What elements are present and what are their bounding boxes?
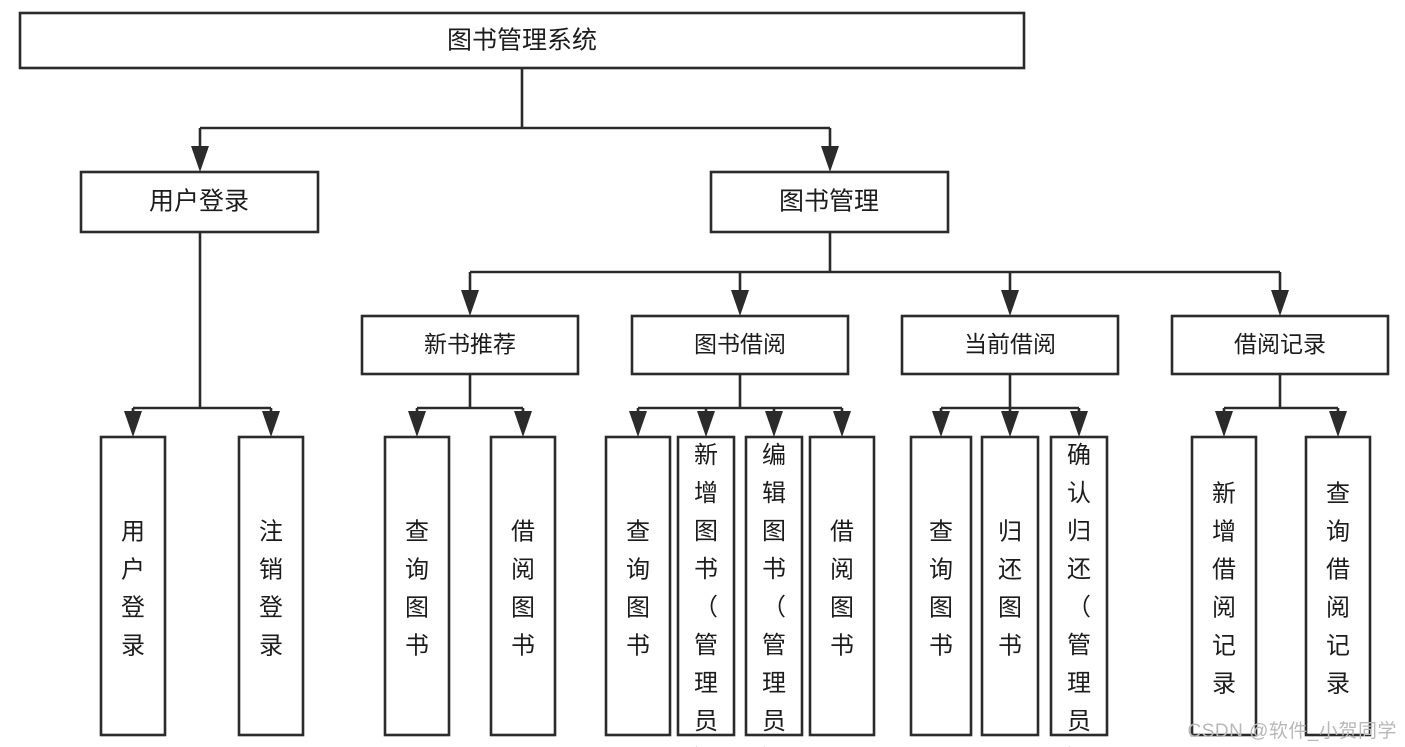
connector-user-login-bus (131, 232, 273, 418)
node-leaf-add-record-label: 新增借阅记录 (1212, 481, 1236, 698)
arrow-to-leaf-edit-book (765, 411, 783, 437)
connector-new-book-recommend-bus (415, 374, 525, 418)
arrow-to-leaf-borrow-book-1 (514, 411, 532, 437)
node-leaf-query-record-label: 查询借阅记录 (1326, 481, 1350, 698)
node-leaf-user-logout[interactable]: 注销登录 (237, 435, 305, 737)
node-book-borrow[interactable]: 图书借阅 (630, 314, 850, 376)
node-current-borrow-label: 当前借阅 (964, 331, 1056, 357)
node-leaf-confirm-return-box (1049, 435, 1109, 737)
node-user-login[interactable]: 用户登录 (79, 170, 320, 234)
node-new-book-recommend-label: 新书推荐 (424, 331, 516, 357)
node-leaf-query-book-1-box (383, 435, 451, 737)
node-leaf-query-record-box (1304, 435, 1372, 737)
node-leaf-query-book-2-box (604, 435, 672, 737)
node-book-borrow-label: 图书借阅 (694, 331, 786, 357)
connector-book-management-bus (468, 232, 1282, 292)
node-leaf-edit-book-box (744, 435, 804, 737)
node-current-borrow[interactable]: 当前借阅 (900, 314, 1120, 376)
node-borrow-record[interactable]: 借阅记录 (1170, 314, 1390, 376)
leaf-nodes: 用户登录 注销登录 查询图书 借阅图书 查询图书 新增图书（管理员） 编辑图书（… (99, 435, 1372, 747)
node-system-box (18, 11, 1026, 70)
node-leaf-user-login-label: 用户登录 (121, 519, 145, 660)
connector-book-borrow-bus (636, 374, 844, 418)
node-new-book-recommend-box (360, 314, 580, 376)
node-leaf-borrow-book-1-label: 借阅图书 (511, 519, 535, 660)
node-leaf-query-book-3-box (909, 435, 973, 737)
node-leaf-user-logout-label: 注销登录 (259, 519, 283, 660)
node-leaf-return-book-box (980, 435, 1040, 737)
node-borrow-record-label: 借阅记录 (1234, 331, 1326, 357)
connectors (124, 68, 1347, 437)
node-system[interactable]: 图书管理系统 (18, 11, 1026, 70)
arrow-to-book-management (821, 146, 839, 172)
csdn-watermark: CSDN @软件_小贺同学 (1187, 721, 1397, 742)
arrow-to-leaf-add-book (697, 411, 715, 437)
node-book-management-label: 图书管理 (779, 188, 879, 216)
arrow-to-leaf-user-login (124, 411, 142, 437)
node-leaf-query-book-1[interactable]: 查询图书 (383, 435, 451, 737)
node-leaf-query-book-3[interactable]: 查询图书 (909, 435, 973, 737)
node-leaf-edit-book-label: 编辑图书（管理员） (762, 442, 786, 747)
arrow-to-new-book-recommend (461, 290, 479, 316)
node-leaf-confirm-return[interactable]: 确认归还（管理员） (1049, 435, 1109, 747)
node-leaf-query-book-3-label: 查询图书 (929, 519, 953, 660)
arrow-to-leaf-query-book-2 (629, 411, 647, 437)
node-system-label: 图书管理系统 (447, 27, 597, 55)
arrow-to-leaf-query-record (1329, 411, 1347, 437)
arrow-to-leaf-borrow-book-2 (833, 411, 851, 437)
node-user-login-label: 用户登录 (149, 188, 249, 216)
node-current-borrow-box (900, 314, 1120, 376)
node-leaf-user-login-box (99, 435, 167, 737)
node-book-management-box (709, 170, 950, 234)
node-leaf-add-book-label: 新增图书（管理员） (694, 442, 718, 747)
arrow-to-leaf-query-book-3 (932, 411, 950, 437)
arrow-to-leaf-query-book-1 (408, 411, 426, 437)
node-leaf-query-book-2[interactable]: 查询图书 (604, 435, 672, 737)
node-leaf-borrow-book-1-box (489, 435, 557, 737)
node-borrow-record-box (1170, 314, 1390, 376)
node-new-book-recommend[interactable]: 新书推荐 (360, 314, 580, 376)
node-user-login-box (79, 170, 320, 234)
node-leaf-add-record-box (1190, 435, 1258, 737)
node-leaf-return-book[interactable]: 归还图书 (980, 435, 1040, 737)
node-leaf-query-book-1-label: 查询图书 (405, 519, 429, 660)
arrow-to-leaf-add-record (1215, 411, 1233, 437)
arrow-to-borrow-record (1271, 290, 1289, 316)
node-leaf-confirm-return-label: 确认归还（管理员） (1067, 442, 1091, 747)
connector-root-bus (198, 68, 832, 152)
node-leaf-add-book[interactable]: 新增图书（管理员） (676, 435, 736, 747)
node-leaf-user-logout-box (237, 435, 305, 737)
node-leaf-borrow-book-2-box (808, 435, 876, 737)
node-leaf-borrow-book-2[interactable]: 借阅图书 (808, 435, 876, 737)
node-leaf-user-login[interactable]: 用户登录 (99, 435, 167, 737)
node-leaf-add-book-box (676, 435, 736, 737)
node-book-management[interactable]: 图书管理 (709, 170, 950, 234)
arrow-to-leaf-user-logout (262, 411, 280, 437)
node-leaf-add-record[interactable]: 新增借阅记录 (1190, 435, 1258, 737)
node-book-borrow-box (630, 314, 850, 376)
node-leaf-return-book-label: 归还图书 (998, 519, 1022, 660)
arrow-to-book-borrow (731, 290, 749, 316)
arrow-to-leaf-confirm-return (1070, 411, 1088, 437)
connector-borrow-record-bus (1222, 374, 1340, 418)
node-leaf-borrow-book-2-label: 借阅图书 (830, 519, 854, 660)
arrow-to-user-login (191, 146, 209, 172)
arrow-to-current-borrow (1001, 290, 1019, 316)
node-leaf-edit-book[interactable]: 编辑图书（管理员） (744, 435, 804, 747)
arrow-to-leaf-return-book (1001, 411, 1019, 437)
node-leaf-query-book-2-label: 查询图书 (626, 519, 650, 660)
node-leaf-borrow-book-1[interactable]: 借阅图书 (489, 435, 557, 737)
node-leaf-query-record[interactable]: 查询借阅记录 (1304, 435, 1372, 737)
